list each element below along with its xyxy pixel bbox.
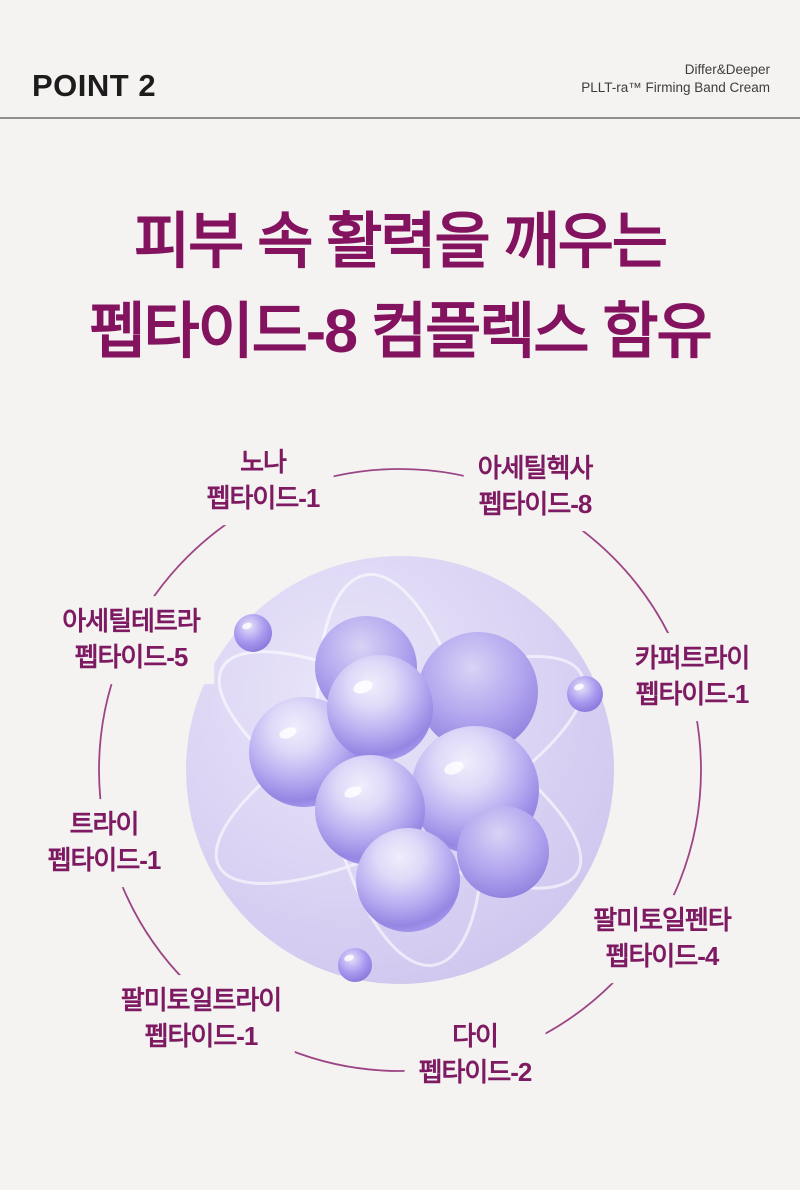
electron-spheres bbox=[234, 614, 603, 982]
peptide-spheres bbox=[249, 616, 549, 932]
peptide-label-di: 다이 펩타이드-2 bbox=[404, 1011, 546, 1099]
product-name: PLLT-ra™ Firming Band Cream bbox=[581, 80, 770, 96]
peptide-label-palmitoylpenta: 팔미토일펜타 펩타이드-4 bbox=[579, 895, 745, 983]
headline-line1: 피부 속 활력을 깨우는 bbox=[134, 207, 668, 275]
page-title: 피부 속 활력을 깨우는 펩타이드-8 컴플렉스 함유 bbox=[0, 196, 800, 376]
peptide-label-acetylhexa: 아세틸헥사 펩타이드-8 bbox=[463, 443, 607, 531]
header-divider bbox=[0, 117, 800, 119]
peptide-label-acetyltetra: 아세틸테트라 펩타이드-5 bbox=[48, 596, 214, 684]
peptide-label-coppertri: 카퍼트라이 펩타이드-1 bbox=[620, 633, 764, 721]
peptide-label-tri: 트라이 펩타이드-1 bbox=[33, 799, 175, 887]
headline-line2: 펩타이드-8 컴플렉스 함유 bbox=[89, 297, 712, 365]
brand-name: Differ&Deeper bbox=[684, 62, 770, 77]
peptide-label-nona: 노나 펩타이드-1 bbox=[192, 437, 334, 525]
peptide-label-palmitoyltri: 팔미토일트라이 펩타이드-1 bbox=[106, 975, 296, 1063]
point-label: POINT 2 bbox=[32, 68, 157, 103]
brand-block: Differ&Deeper PLLT-ra™ Firming Band Crea… bbox=[581, 61, 770, 97]
peptide-atom-illustration bbox=[186, 556, 614, 984]
